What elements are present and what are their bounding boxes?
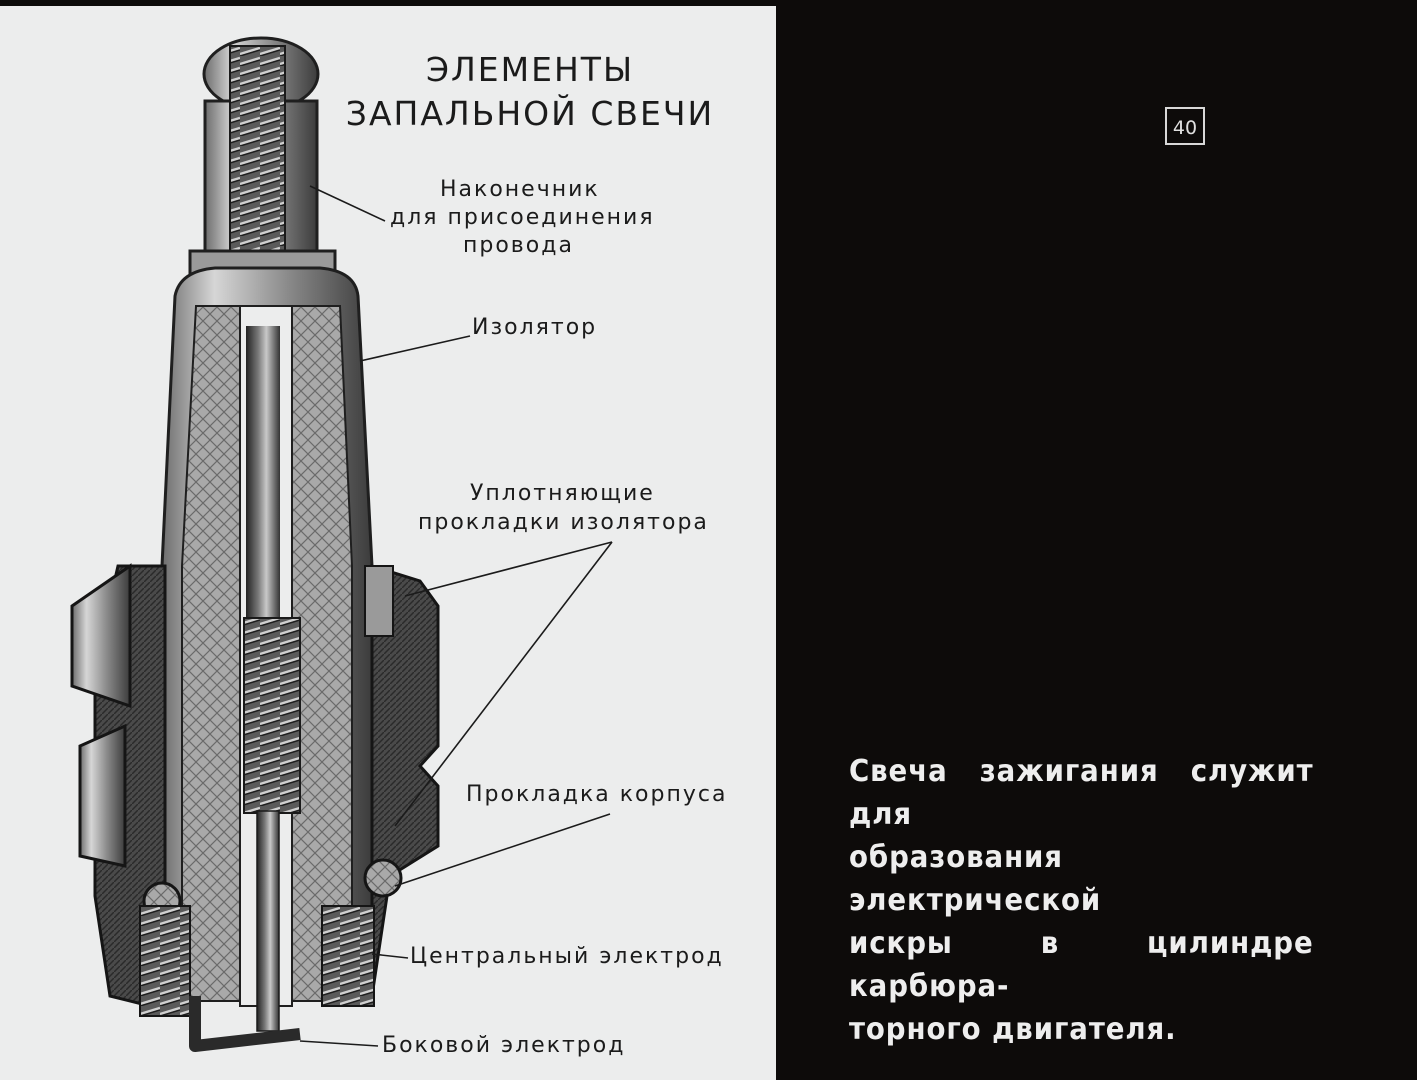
- caption-line-1: Свеча зажигания служит для: [849, 754, 1314, 832]
- leader-lines: [299, 185, 613, 1047]
- title-line-2: ЗАПАЛЬНОЙ СВЕЧИ: [345, 94, 715, 133]
- diagram-panel: ЭЛЕМЕНТЫ ЗАПАЛЬНОЙ СВЕЧИ Наконечник для …: [0, 6, 776, 1080]
- label-seals-2: прокладки изолятора: [418, 510, 709, 535]
- label-tip-3: провода: [463, 233, 574, 258]
- top-strip: [0, 0, 776, 6]
- spark-plug-illustration: [70, 36, 613, 1052]
- metal-shell: [70, 563, 440, 1017]
- diagram-title: ЭЛЕМЕНТЫ ЗАПАЛЬНОЙ СВЕЧИ: [300, 48, 760, 136]
- label-tip-1: Наконечник: [440, 177, 600, 202]
- label-insulator: Изолятор: [472, 315, 598, 340]
- title-line-1: ЭЛЕМЕНТЫ: [425, 50, 635, 89]
- insulator: [160, 266, 374, 1032]
- text-panel: [776, 0, 1417, 1080]
- label-central-electrode: Центральный электрод: [410, 944, 724, 969]
- caption-line-4: торного двигателя.: [849, 1012, 1177, 1047]
- label-side-electrode: Боковой электрод: [382, 1033, 626, 1058]
- label-body-gasket: Прокладка корпуса: [466, 782, 728, 807]
- label-tip-2: для присоединения: [390, 205, 655, 230]
- caption-text: Свеча зажигания служит для образования э…: [849, 750, 1314, 1051]
- side-electrode-shape: [189, 996, 301, 1052]
- page-number: 40: [1165, 107, 1205, 145]
- caption-line-3: искры в цилиндре карбюра-: [849, 926, 1314, 1004]
- label-seals-1: Уплотняющие: [470, 481, 655, 506]
- caption-line-2: образования электрической: [849, 840, 1102, 918]
